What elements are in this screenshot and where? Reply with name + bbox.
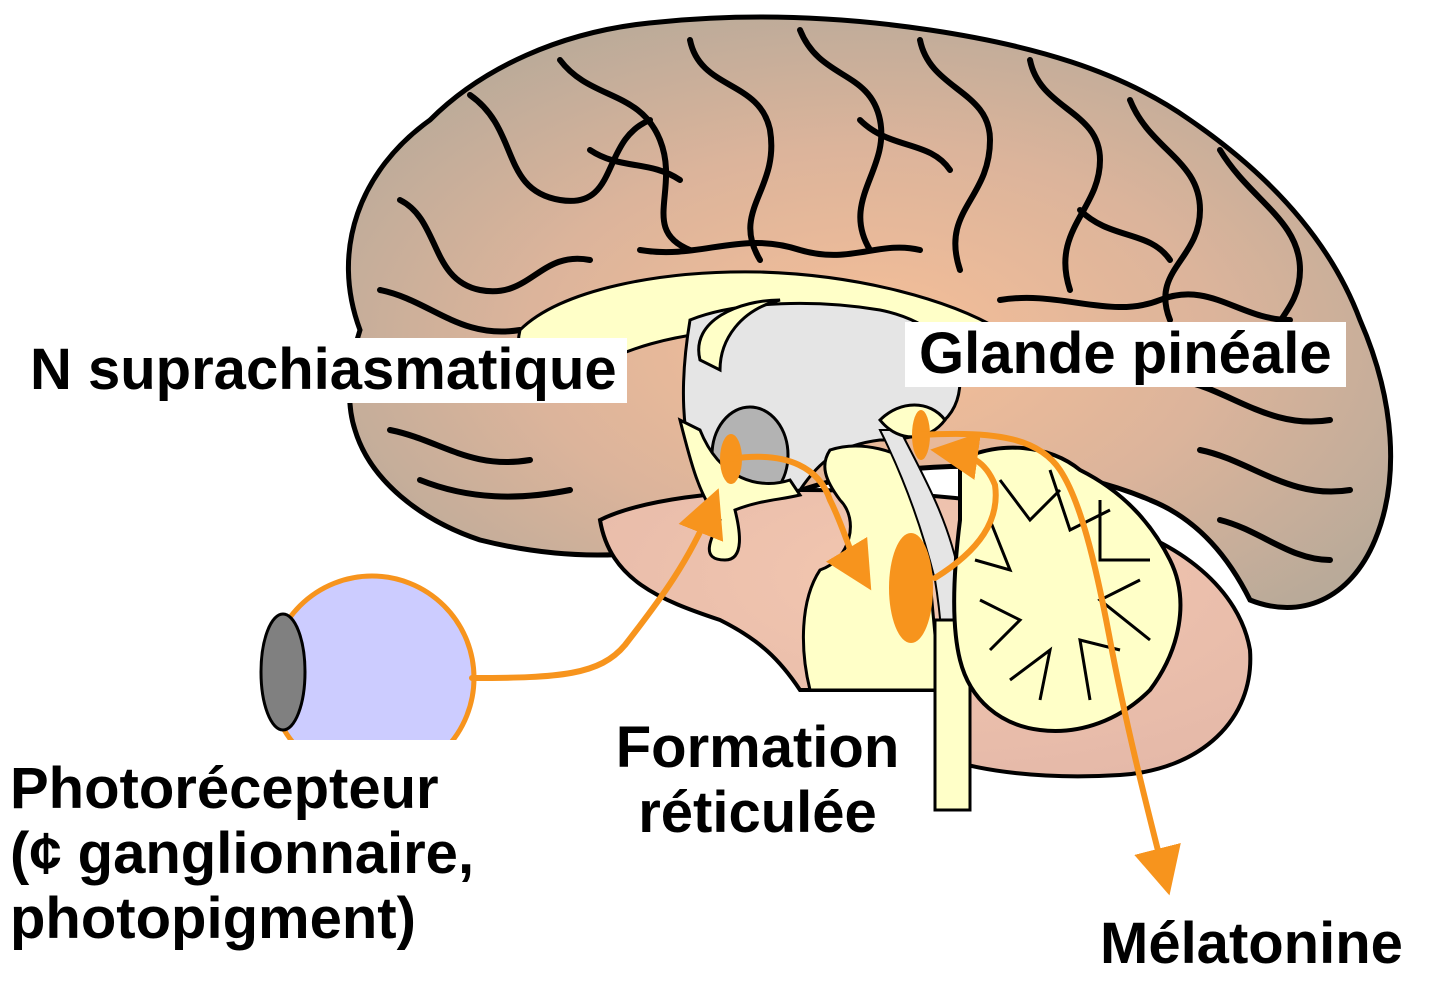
label-reticular-line1: Formation [600,716,915,781]
pupil-icon [261,614,305,730]
label-reticular-formation: Formation réticulée [600,712,915,850]
label-reticular-line2: réticulée [600,781,915,846]
label-scn: N suprachiasmatique [20,338,627,403]
label-photoreceptor: Photorécepteur (¢ ganglionnaire, photopi… [10,757,474,952]
label-pineal-gland: Glande pinéale [905,322,1346,387]
label-photoreceptor-line1: Photorécepteur [10,757,474,822]
label-photoreceptor-line2: (¢ ganglionnaire, [10,822,474,887]
label-melatonin: Mélatonine [1100,912,1403,977]
reticular-nucleus [889,533,933,643]
label-photoreceptor-line3: photopigment) [10,887,474,952]
